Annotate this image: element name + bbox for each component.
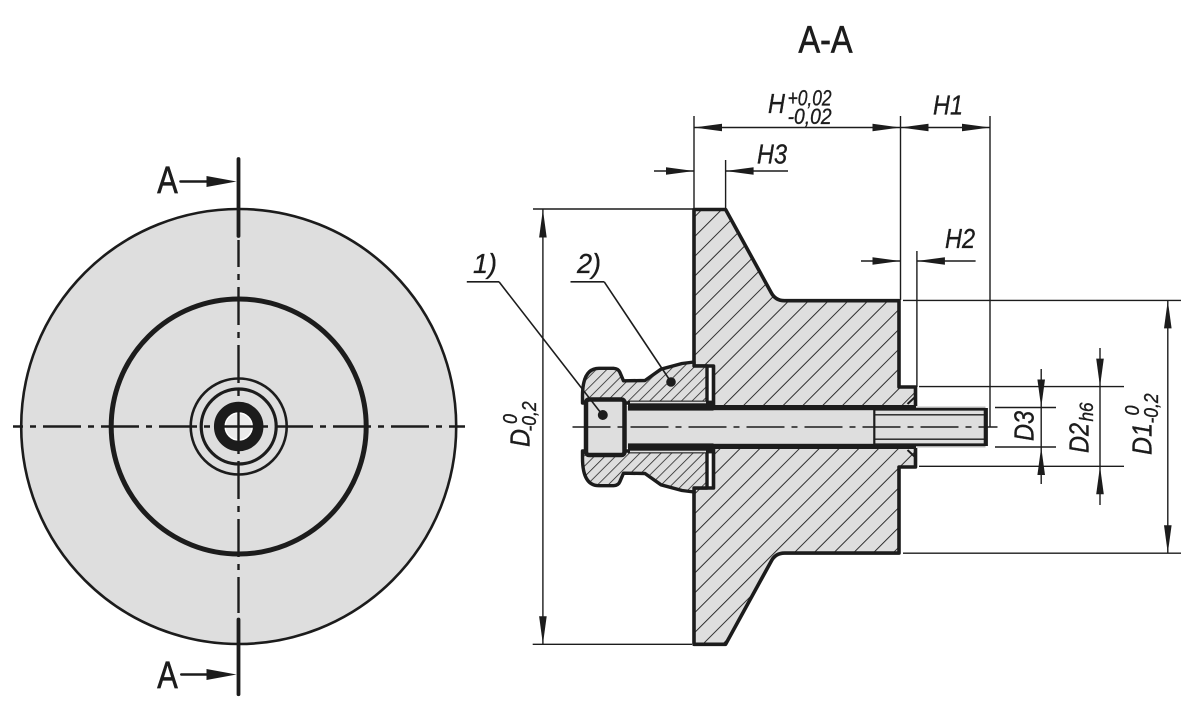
- svg-text:-0,02: -0,02: [788, 104, 832, 129]
- svg-text:H3: H3: [757, 139, 787, 170]
- svg-text:-0,2: -0,2: [519, 402, 541, 432]
- svg-text:H1: H1: [933, 90, 963, 121]
- svg-text:1): 1): [473, 248, 497, 279]
- svg-text:D1: D1: [1127, 423, 1158, 455]
- svg-text:0: 0: [500, 414, 522, 424]
- svg-text:D: D: [505, 429, 536, 447]
- svg-text:H: H: [768, 88, 786, 119]
- svg-text:A: A: [157, 655, 178, 697]
- svg-text:+0,02: +0,02: [788, 85, 832, 110]
- svg-text:D3: D3: [1009, 411, 1040, 441]
- svg-text:D2: D2: [1064, 423, 1095, 453]
- svg-text:h6: h6: [1077, 402, 1098, 421]
- svg-text:-0,2: -0,2: [1141, 394, 1163, 424]
- svg-text:A: A: [157, 160, 178, 202]
- svg-text:2): 2): [576, 248, 601, 279]
- svg-text:0: 0: [1122, 406, 1144, 416]
- svg-text:H2: H2: [945, 223, 975, 254]
- svg-text:A-A: A-A: [799, 20, 854, 62]
